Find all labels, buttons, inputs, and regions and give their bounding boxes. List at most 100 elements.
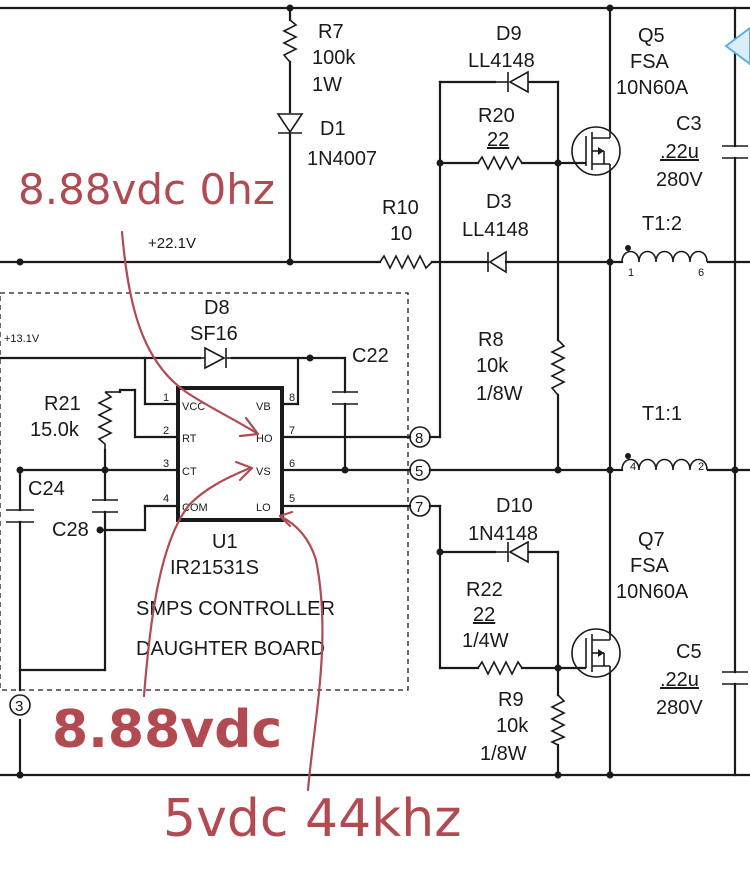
q5-part: 10N60A [616, 77, 689, 99]
c5-rating: 280V [656, 697, 703, 719]
d10-label: D10 [496, 495, 533, 517]
r10-label: R10 [382, 197, 419, 219]
d3-diode-symbol [487, 250, 507, 274]
u1-pin-7-num: 7 [289, 425, 295, 437]
connector-5-label: 5 [415, 463, 423, 480]
r22-rating: 1/4W [462, 630, 509, 652]
connector-8-label: 8 [415, 430, 423, 447]
u1-pin-7-name: HO [256, 433, 273, 445]
daughter-board-line-2: DAUGHTER BOARD [136, 638, 325, 660]
net-13v-label: +13.1V [4, 333, 40, 345]
u1-ic: VCC RT CT COM VB HO VS LO 1 2 3 4 8 7 6 … [163, 386, 295, 522]
d1-label: D1 [320, 118, 346, 140]
r21-resistor-symbol [97, 391, 113, 450]
annotation-lo: 5vdc 44khz [163, 789, 462, 849]
u1-part: IR21531S [170, 557, 259, 579]
t1-1-pin-4: 4 [630, 461, 636, 473]
annotation-vs: 8.88vdc [52, 700, 282, 760]
q5-type: FSA [630, 51, 670, 73]
q5-mosfet-symbol [571, 126, 621, 176]
c5-value: .22u [660, 669, 699, 691]
c5-capacitor-symbol [722, 671, 748, 685]
t1-1-label: T1:1 [642, 403, 682, 425]
d9-label: D9 [496, 23, 522, 45]
u1-pin-6-num: 6 [289, 458, 295, 470]
connector-7: 7 [409, 495, 431, 517]
u1-pin-8-name: VB [256, 401, 271, 413]
t1-2-winding-symbol [621, 245, 708, 263]
c5-label: C5 [676, 641, 702, 663]
r10-resistor-symbol [379, 254, 433, 270]
r8-rating: 1/8W [476, 383, 523, 405]
d9-diode-symbol [495, 70, 530, 94]
annotation-arrow-vs [142, 466, 252, 698]
page-corner-arrow-icon [724, 26, 750, 66]
r8-resistor-symbol [550, 339, 566, 396]
d10-part: 1N4148 [468, 523, 538, 545]
u1-pin-3-num: 3 [163, 458, 169, 470]
t1-2-label: T1:2 [642, 213, 682, 235]
t1-1-pin-2: 2 [698, 461, 704, 473]
c24-label: C24 [28, 478, 65, 500]
r20-resistor-symbol [477, 155, 523, 171]
u1-pin-5-name: LO [256, 502, 271, 514]
r9-resistor-symbol [550, 694, 566, 746]
connector-3-label: 3 [15, 698, 23, 715]
r7-label: R7 [318, 21, 344, 43]
d8-part: SF16 [190, 323, 238, 345]
q7-mosfet-symbol [571, 628, 621, 678]
d1-diode-symbol [276, 113, 304, 134]
r22-label: R22 [466, 579, 503, 601]
q7-label: Q7 [638, 529, 665, 551]
annotation-vb: 8.88vdc 0hz [18, 165, 275, 214]
c3-capacitor-symbol [722, 145, 748, 159]
u1-pin-2-num: 2 [163, 425, 169, 437]
r7-value: 100k [312, 47, 356, 69]
c3-rating: 280V [656, 169, 703, 191]
q5-label: Q5 [638, 25, 665, 47]
c3-value: .22u [660, 141, 699, 163]
u1-pin-1-name: VCC [182, 401, 205, 413]
d9-part: LL4148 [468, 50, 535, 72]
connector-5: 5 [409, 459, 431, 481]
r7-resistor-symbol [282, 19, 298, 63]
r9-rating: 1/8W [480, 743, 527, 765]
r8-label: R8 [478, 329, 504, 351]
c28-capacitor-symbol [92, 499, 118, 513]
u1-label: U1 [212, 531, 238, 553]
connector-8: 8 [409, 426, 431, 448]
u1-pin-8-num: 8 [289, 392, 295, 404]
r21-value: 15.0k [30, 419, 80, 441]
daughter-board-outline [0, 292, 409, 691]
u1-pin-2-name: RT [182, 433, 197, 445]
annotation-arrow-lo [278, 514, 324, 792]
u1-pin-5-num: 5 [289, 493, 295, 505]
d1-part: 1N4007 [307, 148, 377, 170]
t1-2-pin-1: 1 [628, 267, 634, 279]
daughter-board-line-1: SMPS CONTROLLER [136, 598, 335, 620]
u1-ic-body [176, 386, 284, 522]
r10-value: 10 [390, 223, 412, 245]
d3-part: LL4148 [462, 219, 529, 241]
u1-pin-4-num: 4 [163, 493, 169, 505]
net-22v-label: +22.1V [148, 235, 196, 252]
d8-label: D8 [204, 297, 230, 319]
c3-label: C3 [676, 113, 702, 135]
annotation-arrow-vb [120, 230, 260, 436]
d8-diode-symbol [200, 346, 232, 370]
c24-capacitor-symbol [6, 509, 34, 523]
junction-dots [16, 4, 739, 779]
r8-value: 10k [476, 355, 509, 377]
r20-label: R20 [478, 105, 515, 127]
d10-diode-symbol [495, 540, 530, 564]
c22-capacitor-symbol [332, 391, 358, 405]
u1-pin-3-name: CT [182, 466, 197, 478]
u1-pin-1-num: 1 [163, 392, 169, 404]
connector-3: 3 [9, 694, 31, 716]
r20-value: 22 [487, 129, 509, 151]
r9-value: 10k [496, 715, 529, 737]
t1-1-winding-symbol [621, 453, 708, 471]
connector-7-label: 7 [415, 499, 423, 516]
c22-label: C22 [352, 345, 389, 367]
